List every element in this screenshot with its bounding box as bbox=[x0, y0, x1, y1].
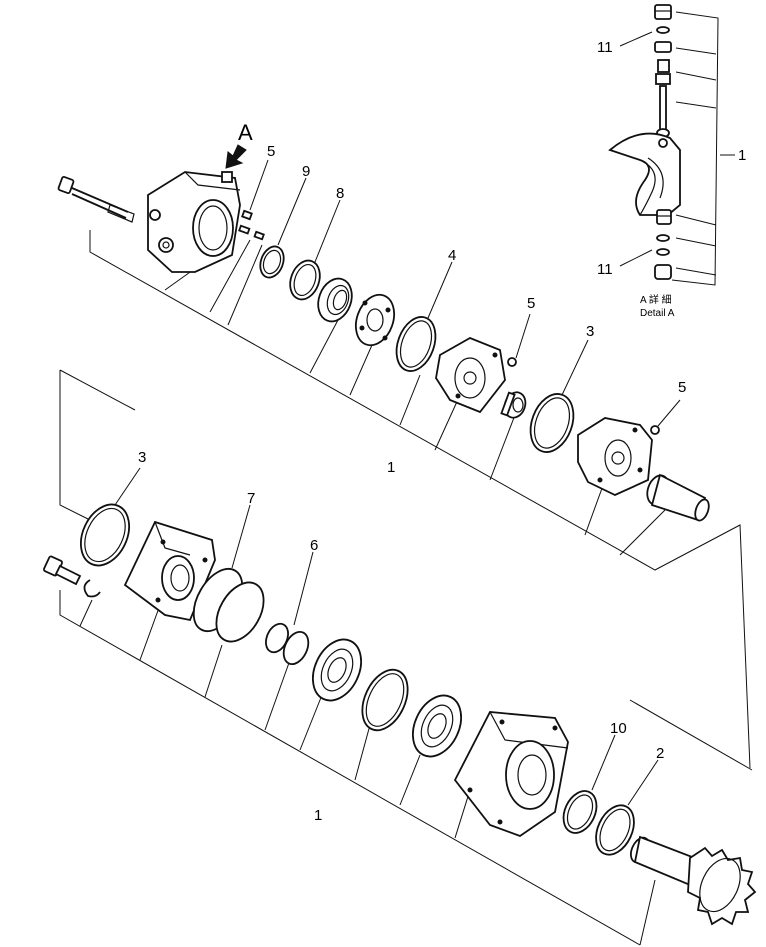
callout-1-upper: 1 bbox=[387, 459, 395, 476]
lower-leader-lines bbox=[59, 369, 753, 946]
callout-1-lower: 1 bbox=[314, 807, 322, 824]
detail-housing bbox=[608, 132, 681, 216]
detail-oring-11-top bbox=[656, 26, 670, 34]
callout-1-detail: 1 bbox=[738, 147, 746, 164]
ring-10 bbox=[562, 790, 598, 834]
output-pinion-shaft bbox=[630, 835, 757, 926]
detail-fitting bbox=[655, 59, 671, 138]
upper-small-gear bbox=[500, 391, 527, 419]
ring-4 bbox=[395, 316, 437, 372]
detail-a-label-en: Detail A bbox=[640, 308, 675, 319]
callout-2: 2 bbox=[656, 745, 664, 762]
view-a-arrow: A bbox=[225, 120, 253, 169]
detail-plug-2 bbox=[654, 41, 672, 53]
ring-2 bbox=[595, 804, 635, 856]
callout-11-bottom: 11 bbox=[597, 261, 613, 278]
lower-flange bbox=[123, 520, 216, 622]
ring-8 bbox=[289, 259, 321, 301]
callout-3-right: 3 bbox=[586, 323, 594, 340]
detail-plug-top bbox=[654, 4, 672, 20]
callout-5-a: 5 bbox=[267, 143, 275, 160]
upper-leader-lines bbox=[89, 230, 751, 769]
callout-11-top: 11 bbox=[597, 39, 613, 56]
ring-9 bbox=[259, 245, 285, 279]
callout-9: 9 bbox=[302, 163, 310, 180]
callout-8: 8 bbox=[336, 185, 344, 202]
callout-7: 7 bbox=[247, 490, 255, 507]
lower-bearing-1 bbox=[312, 638, 362, 702]
detail-a-label-jp: A 詳 細 bbox=[640, 293, 672, 306]
lower-bolt bbox=[43, 555, 82, 586]
upper-housing bbox=[147, 171, 241, 273]
detail-a-group bbox=[608, 4, 735, 286]
callout-6: 6 bbox=[310, 537, 318, 554]
lower-bearing-2 bbox=[412, 694, 462, 758]
ring-6-inner bbox=[282, 631, 310, 665]
upper-seal bbox=[317, 277, 353, 323]
washer-5-c bbox=[650, 425, 660, 435]
upper-valve-plate bbox=[435, 337, 506, 414]
ring-3-left bbox=[80, 503, 130, 567]
callout-5-c: 5 bbox=[678, 379, 686, 396]
callout-labels: 11 11 1 A 詳 細 Detail A 5 9 8 4 5 3 5 1 3… bbox=[138, 39, 746, 824]
callout-4: 4 bbox=[448, 247, 456, 264]
lower-snap-washer bbox=[83, 579, 101, 598]
callout-5-b: 5 bbox=[527, 295, 535, 312]
lower-spacer-ring bbox=[361, 668, 409, 732]
ring-7-inner bbox=[215, 581, 265, 643]
label-view-a: A bbox=[238, 120, 253, 145]
detail-plug-lower bbox=[654, 209, 672, 280]
upper-gear-plate bbox=[354, 293, 396, 347]
callout-3-left: 3 bbox=[138, 449, 146, 466]
lower-housing bbox=[453, 711, 569, 838]
upper-end-cover bbox=[577, 417, 653, 496]
callout-10: 10 bbox=[610, 720, 627, 737]
upper-pins bbox=[238, 159, 269, 241]
upper-splined-shaft bbox=[646, 473, 710, 522]
washer-5-b bbox=[507, 357, 517, 367]
upper-bolt bbox=[57, 176, 135, 223]
